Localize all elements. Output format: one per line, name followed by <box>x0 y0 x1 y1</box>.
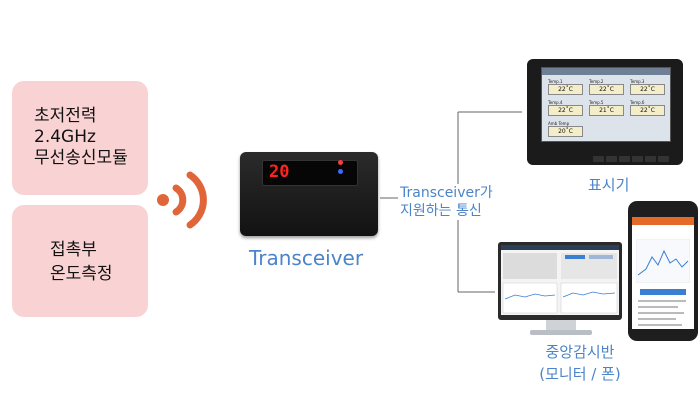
red-led-icon <box>338 160 343 165</box>
display-button <box>593 156 604 162</box>
monitor-label-line-1: 중앙감시반 <box>545 343 615 361</box>
contact-line-1: 접촉부 <box>50 240 97 260</box>
display-title-bar <box>542 68 670 75</box>
monitor-dashboard-graphic <box>501 245 619 314</box>
temp-cell-label: Temp.2 <box>589 79 604 84</box>
temp-cell-value: 22˚C <box>630 84 665 95</box>
temp-cell: Temp.2 22˚C <box>589 79 624 95</box>
temp-cell-value: 20˚C <box>548 126 583 137</box>
display-unit: Temp.1 22˚C Temp.2 22˚C Temp.3 22˚C Temp… <box>527 59 683 165</box>
transceiver-label: Transceiver <box>249 246 364 270</box>
contact-box <box>12 205 148 317</box>
display-buttons <box>593 147 677 162</box>
wireless-signal-icon <box>157 171 207 229</box>
signal-wave-outer <box>186 171 207 229</box>
monitor-stand <box>546 320 576 330</box>
temp-cell: Temp.5 21˚C <box>589 100 624 116</box>
display-button <box>632 156 643 162</box>
display-screen: Temp.1 22˚C Temp.2 22˚C Temp.3 22˚C Temp… <box>541 67 671 142</box>
transceiver-digits: 20 <box>269 162 290 182</box>
temp-cell-value: 22˚C <box>548 84 583 95</box>
module-line-1: 초저전력 <box>34 106 97 126</box>
module-line-2: 2.4GHz <box>34 127 96 147</box>
phone-header-bar <box>632 217 694 225</box>
monitor-label-line-2: (모니터 / 폰) <box>539 365 621 383</box>
phone-screen <box>632 217 694 329</box>
temp-cell-label: Amb Temp <box>548 121 570 126</box>
module-text: 초저전력 2.4GHz 무선송신모듈 <box>34 106 128 169</box>
monitor-screen <box>501 245 619 315</box>
signal-dot <box>157 194 169 206</box>
temp-cell-label: Temp.6 <box>630 100 645 105</box>
module-line-3: 무선송신모듈 <box>34 148 128 168</box>
monitor-label: 중앙감시반 (모니터 / 폰) <box>520 341 640 385</box>
temp-cell: Amb Temp 20˚C <box>548 121 583 137</box>
phone <box>628 201 698 341</box>
transceiver-device: 20 <box>240 152 378 236</box>
module-box <box>12 81 148 195</box>
temp-cell: Temp.3 22˚C <box>630 79 665 95</box>
monitor <box>498 242 622 320</box>
display-button <box>645 156 656 162</box>
temp-cell: Temp.4 22˚C <box>548 100 583 116</box>
display-button <box>619 156 630 162</box>
phone-list-graphic <box>638 300 686 326</box>
temp-cell-value: 22˚C <box>548 105 583 116</box>
display-label: 표시기 <box>588 176 630 194</box>
display-button <box>658 156 669 162</box>
link-label: Transceiver가 지원하는 통신 <box>400 184 493 220</box>
temp-cell-label: Temp.3 <box>630 79 645 84</box>
temp-cell-label: Temp.1 <box>548 79 563 84</box>
temp-cell-label: Temp.4 <box>548 100 563 105</box>
blue-led-icon <box>338 169 343 174</box>
contact-line-2: 온도측정 <box>50 264 113 284</box>
link-label-line-2: 지원하는 통신 <box>400 203 482 219</box>
temp-cell-value: 22˚C <box>630 105 665 116</box>
phone-chart-graphic <box>636 239 690 283</box>
display-button <box>606 156 617 162</box>
temp-cell-label: Temp.5 <box>589 100 604 105</box>
temp-cell-value: 21˚C <box>589 105 624 116</box>
monitor-base <box>530 330 592 335</box>
signal-wave-inner <box>172 184 187 216</box>
phone-action-bar <box>640 289 686 295</box>
temp-cell: Temp.1 22˚C <box>548 79 583 95</box>
contact-text: 접촉부 온도측정 <box>50 238 113 286</box>
temp-cell: Temp.6 22˚C <box>630 100 665 116</box>
link-label-line-1: Transceiver가 <box>400 185 493 201</box>
temp-cell-value: 22˚C <box>589 84 624 95</box>
